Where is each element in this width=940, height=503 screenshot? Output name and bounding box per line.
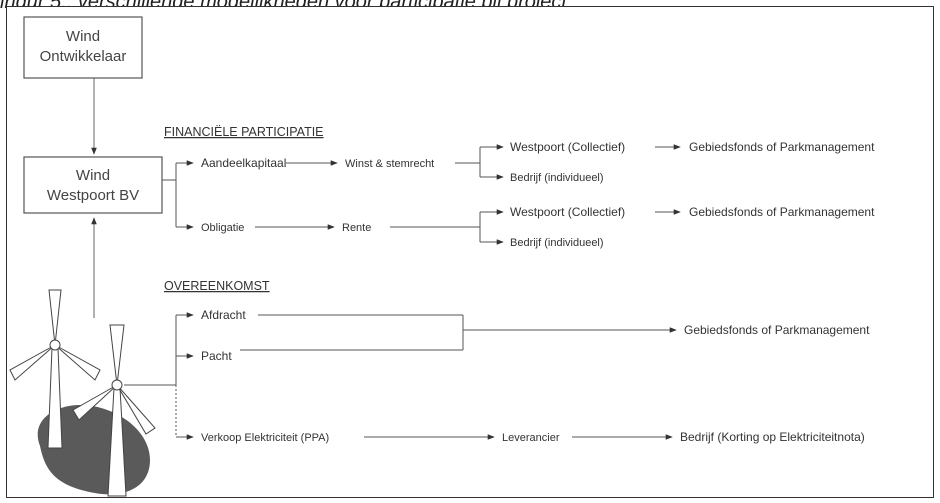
shares-label: Aandeelkapitaal <box>201 156 286 170</box>
collective-1-label: Westpoort (Collectief) <box>510 140 625 154</box>
individual-1-label: Bedrijf (individueel) <box>510 172 604 184</box>
remittance-label: Afdracht <box>201 308 246 322</box>
financial-connectors <box>162 144 681 245</box>
agreement-fund-label: Gebiedsfonds of Parkmanagement <box>684 323 870 337</box>
profit-votes-label: Winst & stemrecht <box>345 158 434 170</box>
fund-1-label: Gebiedsfonds of Parkmanagement <box>689 140 875 154</box>
lease-label: Pacht <box>201 349 232 363</box>
company-box-line1: Wind <box>76 167 110 184</box>
financial-participation-heading: FINANCIËLE PARTICIPATIE <box>164 125 324 139</box>
interest-label: Rente <box>342 222 371 234</box>
company-discount-label: Bedrijf (Korting op Elektriciteitnota) <box>680 430 865 444</box>
wind-ontwikkelaar-box: Wind Ontwikkelaar <box>23 16 143 79</box>
collective-2-label: Westpoort (Collectief) <box>510 205 625 219</box>
wind-westpoort-bv-box: Wind Westpoort BV <box>23 156 163 214</box>
company-box-line2: Westpoort BV <box>47 187 139 204</box>
bond-label: Obligatie <box>201 222 244 234</box>
fund-2-label: Gebiedsfonds of Parkmanagement <box>689 205 875 219</box>
wind-turbines-icon <box>9 289 156 497</box>
ppa-label: Verkoop Elektriciteit (PPA) <box>201 432 329 444</box>
individual-2-label: Bedrijf (individueel) <box>510 237 604 249</box>
developer-box-line1: Wind <box>66 28 100 45</box>
supplier-label: Leverancier <box>502 432 560 444</box>
diagram-frame <box>6 6 934 498</box>
agreement-heading: OVEREENKOMST <box>164 279 270 293</box>
agreement-connectors <box>124 312 677 440</box>
developer-box-line2: Ontwikkelaar <box>40 48 127 65</box>
